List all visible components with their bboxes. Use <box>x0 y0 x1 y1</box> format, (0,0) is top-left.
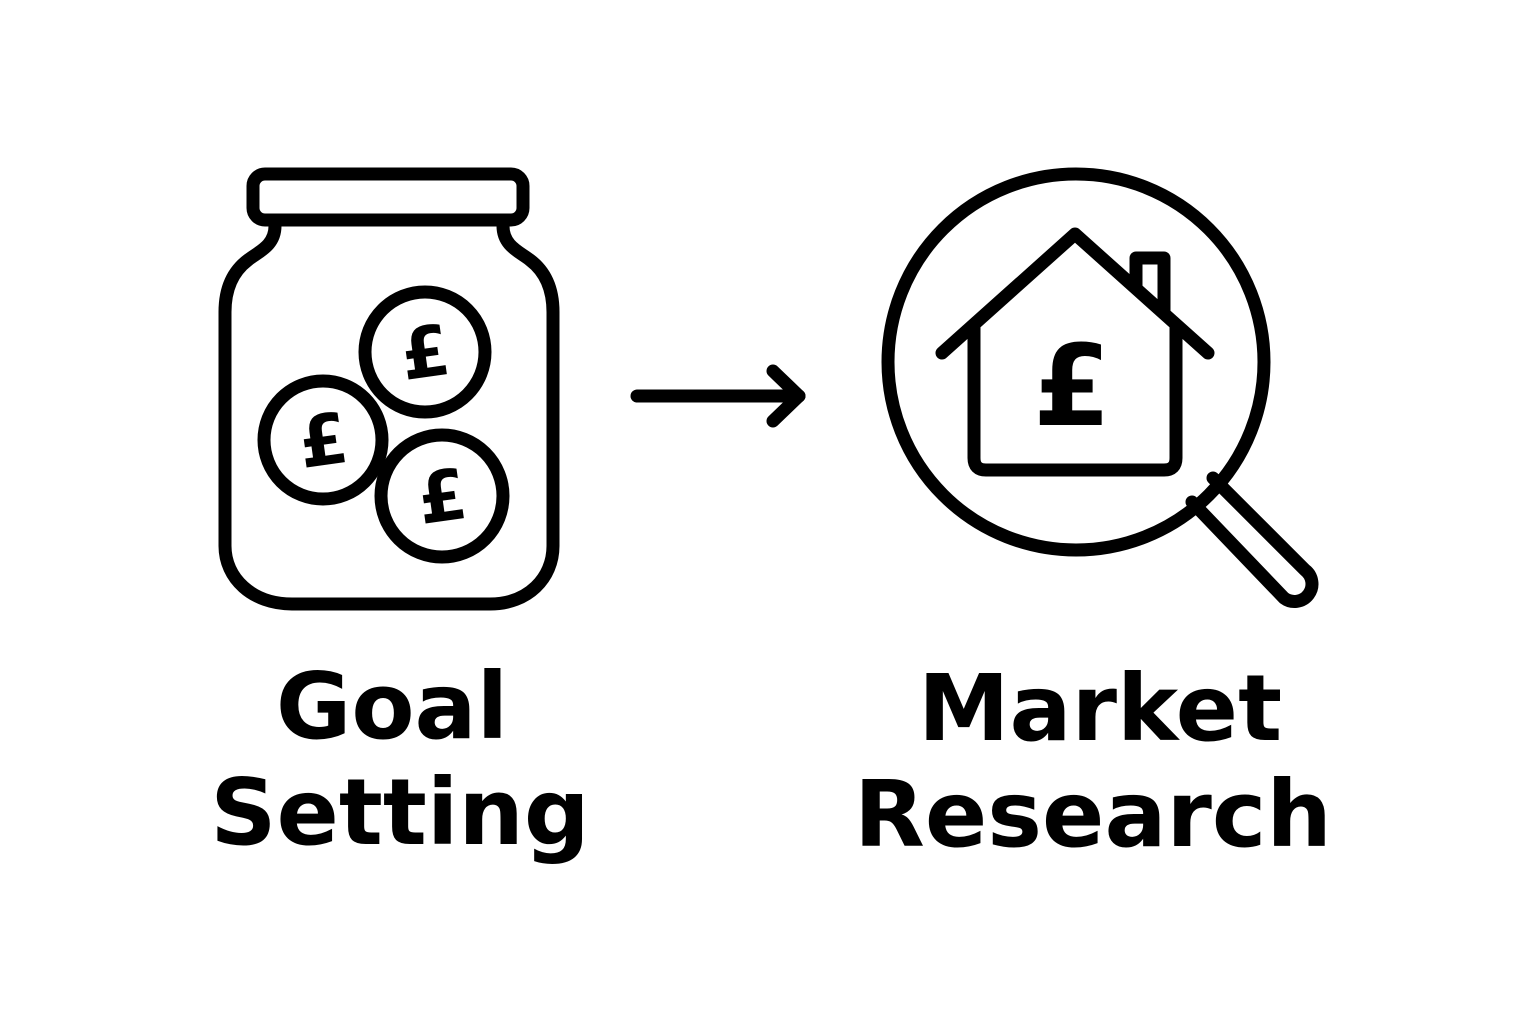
jar-lid <box>246 167 530 227</box>
coin-icon: £ <box>358 285 492 419</box>
pound-symbol: £ <box>1033 322 1111 452</box>
step-label-line: Setting <box>210 759 590 866</box>
coin-symbol: £ <box>395 309 455 397</box>
step-label-line: Goal <box>276 653 508 760</box>
coin-symbol: £ <box>293 397 353 485</box>
step-label-line: Market <box>918 655 1282 762</box>
house-magnifier-icon: £ <box>881 167 1319 608</box>
coin-icon: £ <box>257 374 389 506</box>
magnifier-lens <box>881 167 1271 557</box>
step-goal-setting: £ £ £ Goal Setting <box>210 167 590 866</box>
money-jar-icon: £ £ £ <box>218 167 560 611</box>
jar-body <box>218 219 560 611</box>
arrow-right-icon <box>630 364 806 428</box>
coin-icon: £ <box>374 428 510 564</box>
step-label-line: Research <box>854 761 1332 868</box>
coin-symbol: £ <box>412 453 472 541</box>
house-icon: £ <box>935 227 1215 477</box>
step-market-research: £ Market Research <box>854 167 1332 868</box>
magnifier-handle <box>1185 471 1319 608</box>
